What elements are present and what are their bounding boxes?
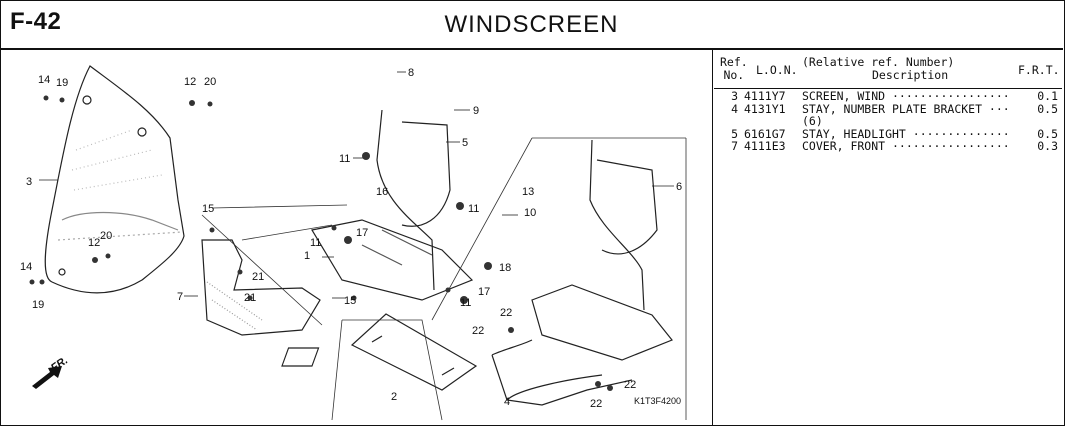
callout-7: 7 bbox=[177, 291, 183, 303]
callout-22-c: 22 bbox=[624, 379, 636, 391]
table-row-continuation: (6) bbox=[802, 115, 823, 128]
callout-11-a: 11 bbox=[339, 153, 350, 165]
header-frt: F.R.T. bbox=[1018, 63, 1060, 77]
callout-21-b: 21 bbox=[244, 292, 256, 304]
callout-12: 12 bbox=[184, 76, 196, 88]
table-row: 5 6161G7 STAY, HEADLIGHT ·············· … bbox=[731, 126, 1058, 141]
callout-22-d: 22 bbox=[590, 398, 602, 410]
parts-table: Ref.No. L.O.N. (Relative ref. Number)Des… bbox=[714, 52, 1062, 424]
header-ref: Ref.No. bbox=[720, 55, 748, 82]
callout-3: 3 bbox=[26, 176, 32, 188]
table-row: 4 4131Y1 STAY, NUMBER PLATE BRACKET ··· … bbox=[731, 101, 1058, 116]
callout-15-b: 15 bbox=[344, 295, 356, 307]
diagram-code: K1T3F4200 bbox=[634, 396, 681, 406]
page-header: F-42 WINDSCREEN bbox=[0, 0, 1063, 50]
callout-20-b: 20 bbox=[100, 230, 112, 242]
callout-11-b: 11 bbox=[468, 203, 479, 215]
callout-19-b: 19 bbox=[32, 299, 44, 311]
callout-9: 9 bbox=[473, 105, 479, 117]
fasteners bbox=[29, 95, 613, 391]
callout-15-a: 15 bbox=[202, 203, 214, 215]
table-rows: 3 4111Y7 SCREEN, WIND ··················… bbox=[714, 90, 1062, 153]
headlight-stay-part bbox=[311, 109, 474, 301]
callout-2: 2 bbox=[391, 391, 397, 403]
callout-19: 19 bbox=[56, 77, 68, 89]
column-divider bbox=[712, 50, 713, 426]
callout-22-b: 22 bbox=[472, 325, 484, 337]
windscreen-part bbox=[44, 65, 185, 294]
header-lon: L.O.N. bbox=[756, 63, 798, 77]
page-title: WINDSCREEN bbox=[444, 11, 619, 38]
callout-13: 13 bbox=[522, 186, 534, 198]
callout-18: 18 bbox=[499, 262, 511, 274]
front-cover-part bbox=[201, 239, 321, 336]
callout-8: 8 bbox=[408, 67, 414, 79]
callout-20: 20 bbox=[204, 76, 216, 88]
page-code: F-42 bbox=[10, 8, 62, 35]
number-plate-stay-part bbox=[491, 339, 633, 406]
leader-lines bbox=[201, 137, 687, 421]
callout-11-d: 11 bbox=[460, 297, 471, 309]
callout-14: 14 bbox=[38, 74, 50, 86]
number-plate-bracket-part bbox=[281, 313, 478, 391]
callout-10: 10 bbox=[524, 207, 536, 219]
callout-1: 1 bbox=[304, 250, 310, 262]
callout-12-b: 12 bbox=[88, 237, 100, 249]
callout-4: 4 bbox=[504, 396, 510, 408]
front-direction-arrow: FR. bbox=[32, 354, 70, 389]
callout-22-a: 22 bbox=[500, 307, 512, 319]
headlight-stay-alt-part bbox=[531, 139, 673, 361]
header-description: (Relative ref. Number)Description bbox=[802, 55, 955, 82]
table-row: 3 4111Y7 SCREEN, WIND ··················… bbox=[731, 89, 1058, 103]
exploded-parts-diagram: 14 19 12 20 8 9 5 6 11 16 13 10 11 17 11… bbox=[2, 50, 710, 424]
table-row: 7 4111E3 COVER, FRONT ················· … bbox=[731, 139, 1058, 153]
callout-14-b: 14 bbox=[20, 261, 32, 273]
callout-21-a: 21 bbox=[252, 271, 264, 283]
callout-5: 5 bbox=[462, 137, 468, 149]
callout-11-c: 11 bbox=[310, 237, 321, 249]
callout-16: 16 bbox=[376, 186, 388, 198]
callout-6: 6 bbox=[676, 181, 682, 193]
callout-17-a: 17 bbox=[356, 227, 368, 239]
callout-17-b: 17 bbox=[478, 286, 490, 298]
header-rule bbox=[714, 88, 1062, 89]
